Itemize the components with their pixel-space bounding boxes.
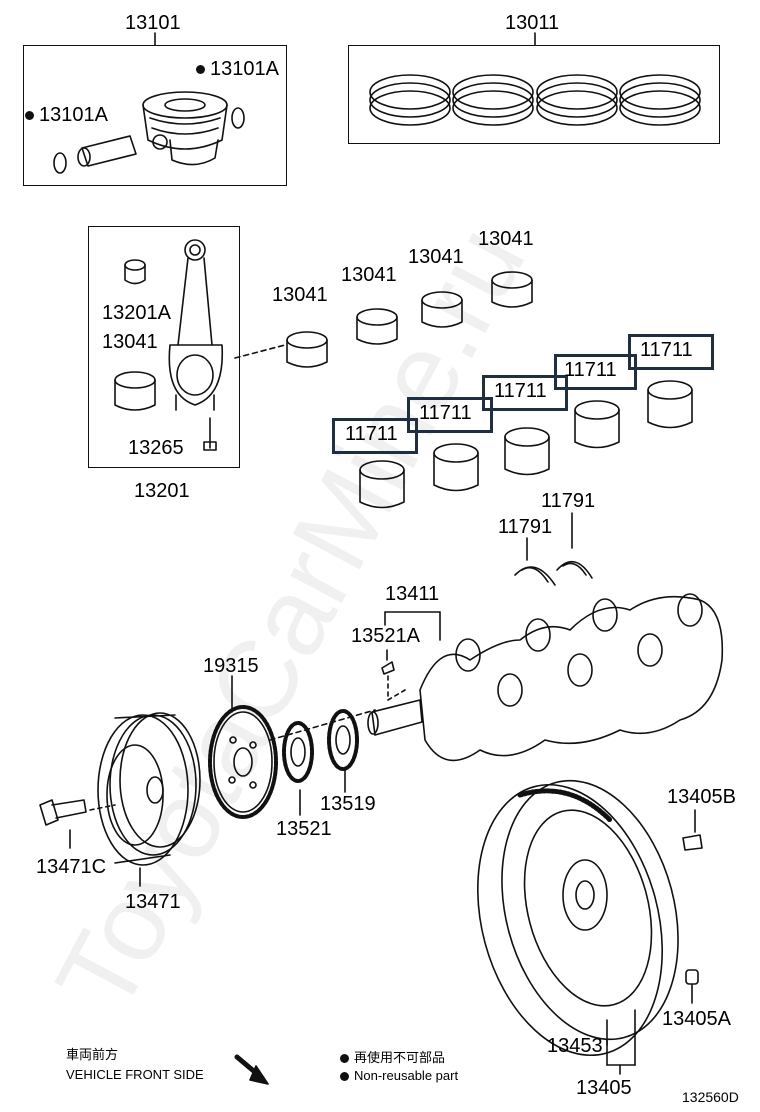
highlight-box-5 bbox=[628, 334, 714, 370]
highlight-box-2 bbox=[407, 397, 493, 433]
label-ring-gear[interactable]: 13453 bbox=[547, 1035, 603, 1057]
nonreusable-dot-icon bbox=[196, 65, 205, 75]
flywheel-icon bbox=[476, 779, 679, 1057]
pulley-bolt-icon bbox=[39, 799, 87, 826]
label-bushing[interactable]: 13201A bbox=[102, 302, 171, 324]
label-clip-right[interactable]: 13101A bbox=[196, 58, 279, 80]
clip-right-icon bbox=[231, 107, 245, 129]
flywheel-bolt-icon bbox=[682, 809, 703, 851]
key-icon bbox=[381, 661, 395, 675]
label-main-bearing-2[interactable]: 11711 bbox=[419, 402, 472, 424]
label-crankshaft[interactable]: 13411 bbox=[385, 583, 440, 605]
pulley-icon bbox=[97, 712, 201, 866]
rod-group-box bbox=[88, 226, 240, 468]
legend-nonreusable-en-text: Non-reusable part bbox=[354, 1068, 459, 1083]
connecting-rod-icon bbox=[168, 239, 224, 411]
label-balance-sprocket[interactable]: 13519 bbox=[320, 793, 376, 815]
label-connecting-rod[interactable]: 13201 bbox=[134, 480, 190, 502]
label-rod-bearing-2[interactable]: 13041 bbox=[341, 264, 397, 286]
highlight-box-1 bbox=[332, 418, 418, 454]
legend-nonreusable-en: Non-reusable part bbox=[340, 1068, 458, 1084]
label-crank-key[interactable]: 13521A bbox=[351, 625, 420, 647]
piston-rings-icon bbox=[369, 74, 701, 126]
label-flywheel[interactable]: 13405 bbox=[576, 1077, 632, 1099]
label-main-bearing-3[interactable]: 11711 bbox=[494, 380, 547, 402]
label-timing-sprocket[interactable]: 13521 bbox=[276, 818, 332, 840]
flywheel-pin-icon bbox=[685, 969, 699, 1004]
label-piston-set[interactable]: 13101 bbox=[125, 12, 181, 34]
label-rod-bearing-3[interactable]: 13041 bbox=[408, 246, 464, 268]
label-main-bearing-4[interactable]: 11711 bbox=[564, 359, 617, 381]
crankshaft-icon bbox=[367, 593, 724, 762]
label-ring-set[interactable]: 13011 bbox=[505, 12, 560, 34]
rod-bearings-row-icon bbox=[286, 271, 533, 368]
nonreusable-dot-icon bbox=[340, 1072, 349, 1082]
rod-bolt-icon bbox=[203, 417, 217, 451]
balance-sprocket-icon bbox=[327, 709, 359, 771]
label-oil-pump-sprocket[interactable]: 19315 bbox=[203, 655, 259, 677]
legend-direction-en: VEHICLE FRONT SIDE bbox=[66, 1067, 204, 1082]
main-bearings-row-icon bbox=[359, 380, 693, 509]
label-main-bearing-5[interactable]: 11711 bbox=[640, 339, 693, 361]
label-clip-left-text: 13101A bbox=[39, 104, 108, 126]
label-rod-bearing-kit[interactable]: 13041 bbox=[102, 331, 158, 353]
legend-direction-jp: 車両前方 bbox=[66, 1047, 119, 1062]
label-rod-bolt[interactable]: 13265 bbox=[128, 437, 184, 459]
nonreusable-dot-icon bbox=[340, 1054, 349, 1064]
label-thrust-washer-1[interactable]: 11791 bbox=[498, 516, 553, 538]
piston-pin-icon bbox=[77, 135, 137, 167]
bushing-icon bbox=[124, 259, 146, 285]
label-rod-bearing-4[interactable]: 13041 bbox=[478, 228, 534, 250]
highlight-box-4 bbox=[554, 354, 637, 390]
label-main-bearing-1[interactable]: 11711 bbox=[345, 423, 398, 445]
label-clip-left[interactable]: 13101A bbox=[25, 104, 108, 126]
diagram-id: 132560D bbox=[682, 1089, 739, 1105]
thrust-washer-icon bbox=[514, 560, 593, 586]
legend-nonreusable-jp: 再使用不可部品 bbox=[340, 1050, 445, 1066]
nonreusable-dot-icon bbox=[25, 111, 34, 121]
label-flywheel-bolt[interactable]: 13405B bbox=[667, 786, 736, 808]
label-clip-right-text: 13101A bbox=[210, 58, 279, 80]
label-rod-bearing-1[interactable]: 13041 bbox=[272, 284, 328, 306]
oil-pump-sprocket-icon bbox=[208, 705, 278, 819]
piston-icon bbox=[142, 91, 228, 166]
label-flywheel-pin[interactable]: 13405A bbox=[662, 1008, 731, 1030]
timing-sprocket-icon bbox=[282, 721, 314, 783]
label-thrust-washer-2[interactable]: 11791 bbox=[541, 490, 596, 512]
label-pulley-bolt[interactable]: 13471C bbox=[36, 856, 107, 878]
piston-group-box bbox=[23, 45, 287, 186]
clip-left-icon bbox=[53, 152, 67, 174]
legend-nonreusable-jp-text: 再使用不可部品 bbox=[354, 1050, 446, 1065]
rod-bearing-icon bbox=[114, 371, 156, 411]
highlight-box-3 bbox=[482, 375, 568, 411]
label-pulley[interactable]: 13471 bbox=[125, 891, 181, 913]
rings-group-box bbox=[348, 45, 720, 144]
